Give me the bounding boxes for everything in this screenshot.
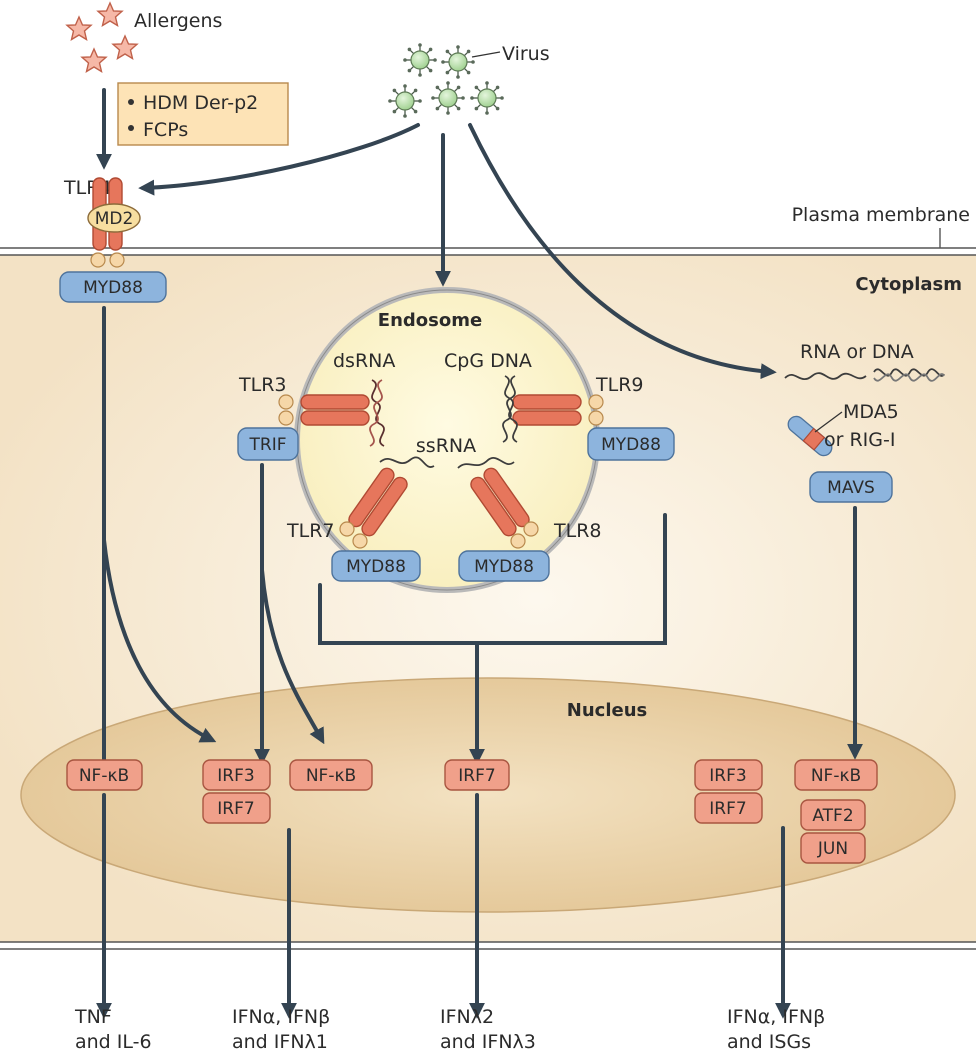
output-1-line-1: TNF	[74, 1006, 112, 1028]
nucleus-label: Nucleus	[567, 700, 647, 721]
output-2-line-2: and IFNλ1	[232, 1031, 328, 1050]
irf7-label-1: IRF7	[217, 799, 254, 819]
myd88-label-tlr7: MYD88	[346, 557, 406, 577]
nfkb-label-3: NF-κB	[811, 766, 861, 786]
ssrna-label: ssRNA	[416, 435, 476, 457]
myd88-label-tlr4: MYD88	[83, 278, 143, 298]
tlr9-receptor	[512, 394, 604, 426]
output-3-line-2: and IFNλ3	[440, 1031, 536, 1050]
plasma-membrane-label: Plasma membrane	[792, 204, 970, 226]
output-2-line-1: IFNα, IFNβ	[232, 1006, 330, 1028]
md2-protein	[87, 203, 141, 233]
mda5-label: MDA5	[843, 401, 899, 423]
myd88-box-tlr8	[458, 550, 550, 582]
output-3-line-1: IFNλ2	[440, 1006, 494, 1028]
rig-i-label: or RIG-I	[824, 429, 895, 451]
allergen-item-hdm: HDM Der-p2	[143, 92, 258, 114]
plasma-membrane-bottom	[0, 941, 976, 950]
myd88-label-tlr8: MYD88	[474, 557, 534, 577]
mda5-rig-i-sensor	[787, 415, 833, 457]
arrow-trif-nfkb	[260, 568, 325, 745]
cytosolic-nucleic-acid	[784, 368, 945, 382]
irf3-label-1: IRF3	[217, 766, 254, 786]
mavs-box	[809, 471, 893, 503]
irf7-label-3: IRF7	[709, 799, 746, 819]
arrow-virus-tlr4	[138, 123, 420, 196]
jun-label: JUN	[817, 839, 848, 859]
output-4-line-1: IFNα, IFNβ	[727, 1006, 825, 1028]
tlr7-receptor	[339, 464, 411, 549]
allergens-label: Allergens	[134, 10, 222, 32]
output-4-line-2: and ISGs	[727, 1031, 811, 1050]
tlr3-receptor	[278, 394, 370, 426]
arrow-myd88-irf3	[102, 538, 217, 743]
endosome-label: Endosome	[378, 310, 482, 331]
plasma-membrane-top	[0, 247, 976, 256]
tlr3-label: TLR3	[238, 374, 286, 396]
allergens-icon	[66, 2, 138, 73]
atf2-label: ATF2	[812, 806, 853, 826]
trif-box	[237, 427, 299, 461]
tlr9-label: TLR9	[595, 374, 643, 396]
dsrna-label: dsRNA	[333, 350, 395, 372]
mavs-label: MAVS	[827, 478, 875, 498]
cytoplasm-label: Cytoplasm	[855, 274, 962, 295]
dsrna-helix	[369, 379, 385, 447]
tlr8-receptor	[467, 464, 539, 549]
md2-label: MD2	[95, 209, 134, 229]
irf7-label-2: IRF7	[458, 766, 495, 786]
myd88-box-tlr7	[331, 550, 421, 582]
rna-dna-label: RNA or DNA	[800, 341, 914, 363]
nucleus	[20, 677, 956, 913]
trif-label: TRIF	[249, 435, 287, 455]
output-1-line-2: and IL-6	[75, 1031, 152, 1050]
myd88-label-tlr9: MYD88	[601, 435, 661, 455]
allergen-box	[117, 82, 289, 146]
cpg-dna-helix	[502, 375, 518, 443]
nfkb-label-1: NF-κB	[79, 766, 129, 786]
allergen-item-fcps: FCPs	[143, 119, 188, 141]
tlr7-label: TLR7	[286, 520, 334, 542]
tlr8-label: TLR8	[553, 520, 601, 542]
irf3-label-2: IRF3	[709, 766, 746, 786]
myd88-box-tlr9	[587, 427, 675, 461]
myd88-box-tlr4	[59, 271, 167, 303]
pathway-arrows	[96, 88, 863, 1019]
bracket-myd88-irf7	[318, 513, 667, 645]
nfkb-label-2: NF-κB	[306, 766, 356, 786]
cpg-dna-label: CpG DNA	[444, 350, 532, 372]
ssrna-strand	[379, 456, 515, 469]
virus-label: Virus	[502, 43, 550, 65]
arrow-virus-cytosol	[468, 123, 777, 380]
tf-boxes	[66, 759, 878, 864]
